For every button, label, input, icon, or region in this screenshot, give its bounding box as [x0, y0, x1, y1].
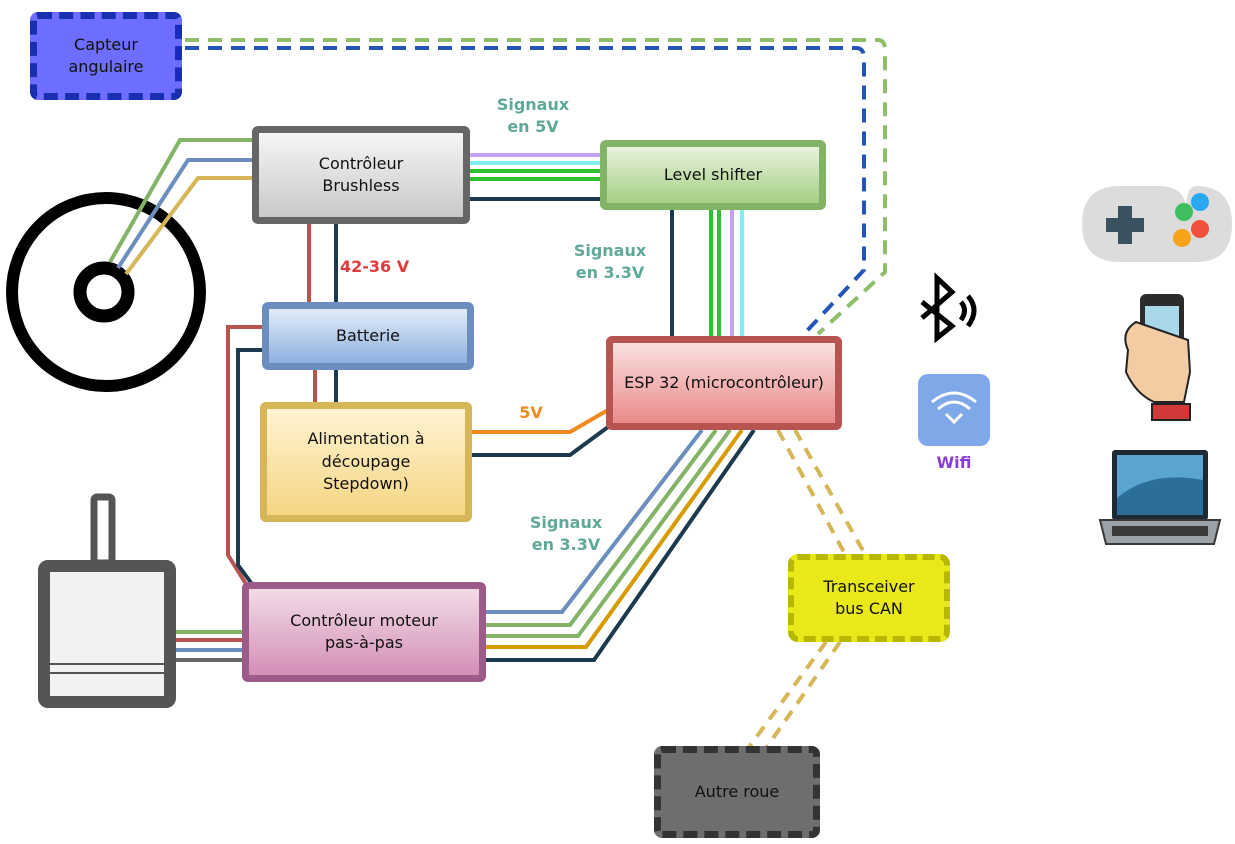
power-supply-block: Alimentation à découpage Stepdown) [260, 402, 472, 522]
can-transceiver-block: Transceiver bus CAN [788, 554, 950, 642]
stepper-controller-label: Contrôleur moteur pas-à-pas [290, 610, 438, 652]
angle-sensor-label: Capteur angulaire [68, 34, 144, 76]
sensor-wire-blue [185, 46, 866, 336]
angle-sensor-block: Capteur angulaire [30, 12, 182, 100]
sensor-wire-green [185, 38, 887, 336]
brushless-controller-label: Contrôleur Brushless [318, 153, 404, 195]
can-transceiver-label: Transceiver bus CAN [823, 576, 915, 618]
power-supply-label: Alimentation à découpage Stepdown) [307, 429, 425, 494]
esp32-label: ESP 32 (microcontrôleur) [624, 372, 824, 392]
battery-label: Batterie [335, 325, 401, 345]
stepper-motor-icon [38, 493, 176, 708]
signals-33v-top-label: Signaux en 3.3V [573, 241, 647, 282]
signals-5v-label: Signaux en 5V [496, 95, 570, 136]
signals-33v-bottom-label: Signaux en 3.3V [529, 513, 603, 554]
smartphone-hand-icon [1124, 294, 1192, 421]
bluetooth-icon [920, 272, 977, 344]
other-wheel-label: Autre roue [694, 781, 780, 801]
battery-block: Batterie [262, 302, 474, 370]
level-shifter-label: Level shifter [663, 164, 763, 184]
wifi-label: Wifi [936, 453, 972, 472]
level-shifter-block: Level shifter [600, 140, 826, 210]
laptop-icon [1098, 450, 1222, 545]
wifi-icon [918, 374, 990, 446]
gamepad-icon [1082, 186, 1232, 262]
voltage-label: 42-36 V [340, 257, 410, 276]
five-volt-label: 5V [519, 403, 543, 422]
stepper-controller-block: Contrôleur moteur pas-à-pas [242, 582, 486, 682]
other-wheel-block: Autre roue [654, 746, 820, 838]
brushless-motor-icon [6, 192, 206, 392]
brushless-controller-block: Contrôleur Brushless [252, 126, 470, 224]
esp32-block: ESP 32 (microcontrôleur) [606, 336, 842, 430]
